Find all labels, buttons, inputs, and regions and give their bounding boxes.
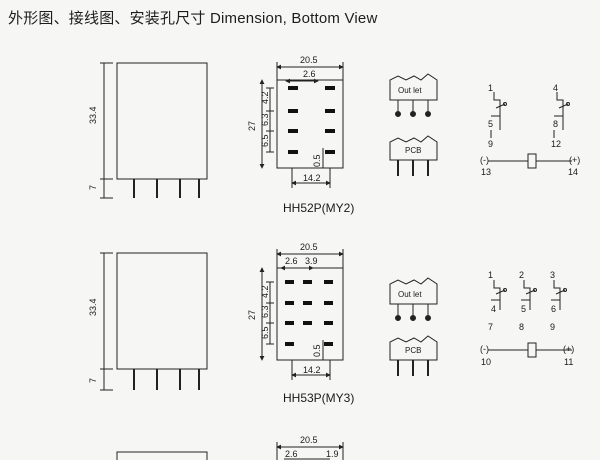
- width-dim-1: 20.5: [300, 55, 318, 65]
- pin-slots-1: [288, 86, 335, 154]
- coil-left-pin-1: 13: [481, 167, 491, 177]
- bottom-view-2: [259, 249, 344, 380]
- side-view-2: [100, 252, 208, 391]
- contact-1-bot: 9: [488, 139, 493, 149]
- contact-schematic-2: [491, 280, 567, 310]
- pin-slots-2: [285, 280, 333, 346]
- outlet-symbol-1: [389, 73, 438, 117]
- pitch-x-dim-3: 2.6: [285, 449, 298, 459]
- span-dim-2: 14.2: [303, 365, 321, 375]
- height-dim-1: 33.4: [88, 106, 98, 124]
- coil-plus-1: (+): [569, 155, 580, 165]
- pcb-symbol-1: [389, 135, 438, 176]
- pcb-symbol-2: [389, 335, 438, 376]
- side-view-1: [100, 62, 208, 199]
- contact-4-mid: 5: [521, 304, 526, 314]
- model-label-2: HH53P(MY3): [283, 391, 354, 405]
- relay-body-2: [116, 252, 208, 370]
- pitch-x2-dim-2: 3.9: [305, 256, 318, 266]
- outlet-symbol-2: [389, 277, 438, 321]
- coil-left-pin-2: 10: [481, 357, 491, 367]
- contact-4-top: 2: [519, 270, 524, 280]
- coil-minus-1: (-): [480, 155, 489, 165]
- bottom-height-dim-1: 27: [247, 121, 257, 131]
- side-view-3: [116, 451, 208, 460]
- contact-schematic-1: [490, 92, 570, 138]
- contact-4-bot: 8: [519, 322, 524, 332]
- contact-5-top: 3: [550, 270, 555, 280]
- coil-symbol-2: [488, 342, 572, 358]
- coil-plus-2: (+): [563, 344, 574, 354]
- bottom-height-dim-2: 27: [247, 310, 257, 320]
- bottom-outline-1: [276, 79, 344, 169]
- coil-symbol-1: [488, 153, 572, 169]
- model-label-1: HH52P(MY2): [283, 201, 354, 215]
- width-dim-2: 20.5: [300, 242, 318, 252]
- pitch-y1-dim-2: 4.2: [260, 285, 270, 298]
- page-title: 外形图、接线图、安装孔尺寸 Dimension, Bottom View: [8, 10, 378, 27]
- contact-2-top: 4: [553, 83, 558, 93]
- relay-body-1: [116, 62, 208, 180]
- pin-offset-dim-2: 0.5: [312, 344, 322, 357]
- pin-dim-1: 7: [88, 185, 98, 190]
- pitch-y3-dim-2: 6.5: [260, 326, 270, 339]
- contact-1-top: 1: [488, 83, 493, 93]
- coil-right-pin-2: 11: [564, 357, 573, 367]
- pitch-x-dim-1: 2.6: [303, 69, 316, 79]
- width-dim-3: 20.5: [300, 435, 318, 445]
- bottom-view-3: [276, 442, 344, 460]
- pitch-y1-dim-1: 4.2: [260, 91, 270, 104]
- pitch-x-dim-2: 2.6: [285, 256, 298, 266]
- contact-2-mid: 8: [553, 119, 558, 129]
- coil-right-pin-1: 14: [568, 167, 578, 177]
- pitch-y2-dim-1: 6.3: [260, 113, 270, 126]
- outlet-label-1: Out let: [398, 86, 422, 95]
- pcb-label-1: PCB: [405, 146, 421, 155]
- height-dim-2: 33.4: [88, 298, 98, 316]
- outlet-label-2: Out let: [398, 290, 422, 299]
- pcb-label-2: PCB: [405, 346, 421, 355]
- pitch-y2-dim-2: 6.3: [260, 305, 270, 318]
- span-dim-1: 14.2: [303, 173, 321, 183]
- contact-5-mid: 6: [551, 304, 556, 314]
- contact-5-bot: 9: [550, 322, 555, 332]
- contact-3-mid: 4: [491, 304, 496, 314]
- coil-minus-2: (-): [480, 344, 489, 354]
- contact-3-top: 1: [488, 270, 493, 280]
- bottom-view-1: [259, 62, 344, 188]
- pitch-x2-dim-3: 1.9: [326, 449, 339, 459]
- pin-dim-2: 7: [88, 378, 98, 383]
- contact-1-mid: 5: [488, 119, 493, 129]
- pin-offset-dim-1: 0.5: [312, 154, 322, 167]
- contact-3-bot: 7: [488, 322, 493, 332]
- contact-2-bot: 12: [551, 139, 561, 149]
- pitch-y3-dim-1: 6.5: [260, 134, 270, 147]
